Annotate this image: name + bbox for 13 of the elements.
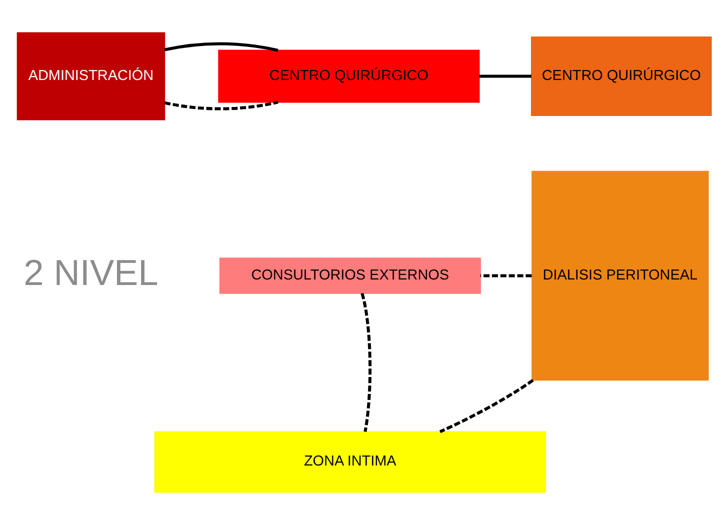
- connector: [478, 74, 531, 78]
- node-box: ZONA INTIMA: [154, 430, 546, 492]
- connector: [164, 42, 278, 52]
- label: 2 NIVEL: [23, 251, 158, 292]
- node-box: CENTRO QUIRÚRGICO: [218, 49, 480, 102]
- connector: [164, 100, 278, 110]
- node-box: CENTRO QUIRÚRGICO: [530, 36, 712, 116]
- node-box: CONSULTORIOS EXTERNOS: [218, 257, 480, 294]
- connector: [438, 378, 534, 433]
- connector: [480, 274, 532, 277]
- connector: [360, 292, 372, 432]
- node-box: ADMINISTRACIÓN: [16, 32, 165, 120]
- node-box: DIALISIS PERITONEAL: [531, 170, 708, 380]
